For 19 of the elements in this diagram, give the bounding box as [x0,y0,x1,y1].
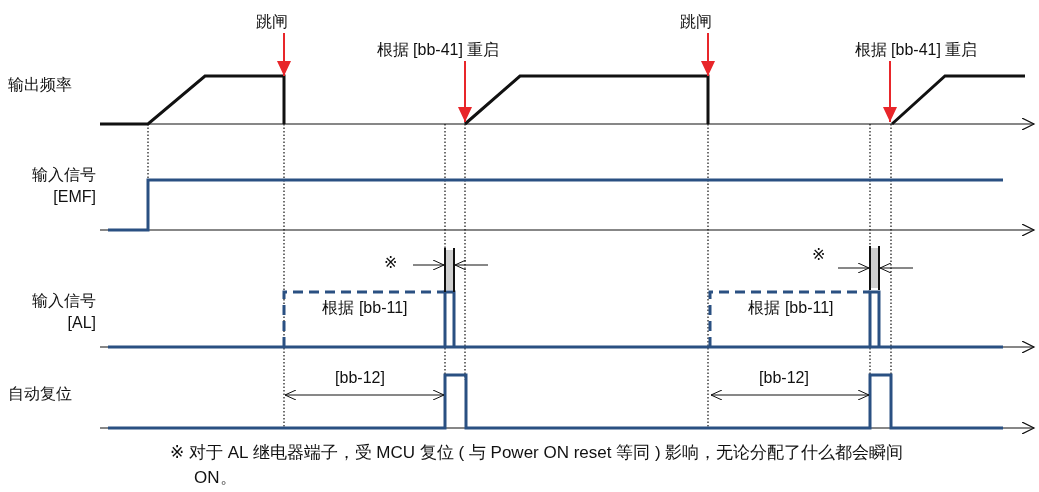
signal-name: 输出频率 [8,76,72,93]
interval-label: 根据 [bb-11] [748,299,834,316]
event-label: 根据 [bb-41] 重启 [854,40,978,60]
arrow [277,32,291,77]
signal-name: 自动复位 [8,385,72,402]
signal-name: 输入信号 [AL] [32,292,96,331]
footnote: ※ 对于 AL 继电器端子，受 MCU 复位 ( 与 Power ON reset 等同 ) 影响，无论分配了什么都会瞬间 ON。 [170,442,905,489]
interval-label: 根据 [bb-11] [322,299,408,316]
dimension-label: [bb-12] [759,369,809,386]
arrow [701,32,715,77]
signal-name: 输入信号 [EMF] [32,166,96,205]
event-label: 跳闸 [680,12,712,32]
note-mark: ※ [384,254,398,271]
event-label: 跳闸 [256,12,288,32]
arrow [883,60,897,123]
dimension-label: [bb-12] [335,369,385,386]
note-mark: ※ [812,246,826,263]
arrow [458,60,472,123]
event-label: 根据 [bb-41] 重启 [376,40,500,60]
